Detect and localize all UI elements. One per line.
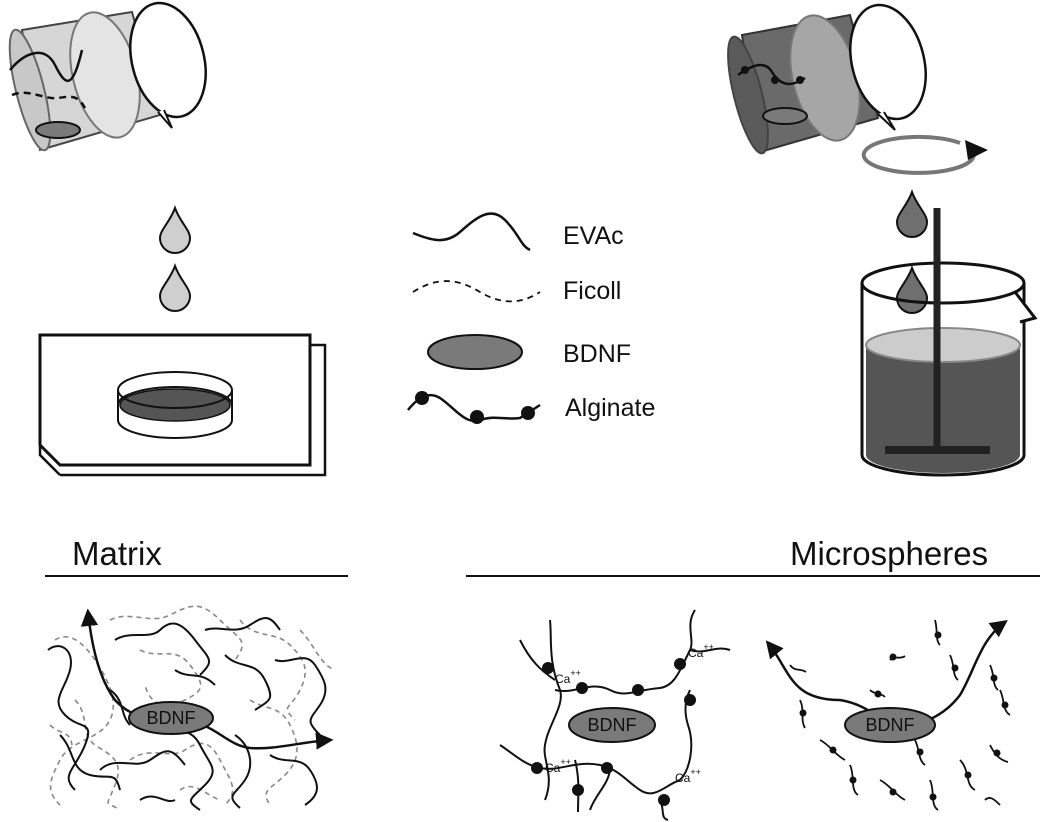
alginate-fragment-dot xyxy=(929,793,937,801)
alginate-fragment-dot xyxy=(799,709,807,717)
alginate-node xyxy=(531,762,543,774)
alginate-node xyxy=(674,658,686,670)
legend-bdnf-label: BDNF xyxy=(563,340,631,368)
alginate-node xyxy=(572,784,584,796)
microsphere-bdnf-ellipse xyxy=(844,707,936,743)
alginate-fragment-dot xyxy=(964,771,972,779)
legend-alginate-chain-icon xyxy=(407,391,541,424)
legend-alginate-label: Alginate xyxy=(565,394,655,422)
alginate-dissolved-fragments: BDNF xyxy=(765,619,1011,811)
alginate-fragment-dot xyxy=(849,776,857,784)
matrix-network: BDNF xyxy=(47,605,336,811)
alginate-fragment-dot xyxy=(889,788,897,796)
alginate-fragment-dot xyxy=(889,653,897,661)
stirring-beaker xyxy=(860,208,1038,477)
alginate-node xyxy=(684,694,696,706)
alginate-node xyxy=(576,682,588,694)
calcium-ion-label: Ca++ xyxy=(688,642,714,660)
alginate-node xyxy=(658,794,670,806)
stir-rotation-arrow xyxy=(861,134,988,175)
legend-ficoll-line-icon xyxy=(412,280,541,303)
alginate-fragment-dot xyxy=(829,746,837,754)
alginate-fragment-dot xyxy=(993,749,1001,757)
alginate-crosslinked-network: Ca++ Ca++ Ca++ Ca++ BDNF xyxy=(499,609,731,821)
alginate-node xyxy=(632,684,644,696)
left-drop-2 xyxy=(158,263,192,312)
alginate-bdnf-ellipse xyxy=(568,707,656,743)
microspheres-title: Microspheres xyxy=(790,535,988,572)
alginate-node xyxy=(601,762,613,774)
alginate-fragment-dot xyxy=(1001,701,1009,709)
left-drop-1 xyxy=(158,205,192,254)
legend-evac-label: EVAc xyxy=(563,222,624,250)
left-pouring-beaker xyxy=(8,1,207,152)
calcium-ion-label: Ca++ xyxy=(545,757,571,775)
legend-ficoll-label: Ficoll xyxy=(563,277,621,305)
alginate-bdnf-label: BDNF xyxy=(588,715,637,735)
matrix-bdnf-label: BDNF xyxy=(147,708,196,728)
alginate-fragment-dot xyxy=(990,674,998,682)
alginate-fragment-dot xyxy=(874,690,882,698)
right-drop-1 xyxy=(895,189,929,238)
right-pouring-beaker xyxy=(727,3,927,155)
matrix-title: Matrix xyxy=(72,535,162,572)
alginate-fragment-dot xyxy=(951,664,959,672)
legend-evac-line-icon xyxy=(412,212,531,252)
legend: EVAc Ficoll BDNF Alginate xyxy=(407,212,655,424)
microsphere-bdnf-label: BDNF xyxy=(866,715,915,735)
alginate-fragment-dot xyxy=(916,748,924,756)
alginate-node xyxy=(542,662,554,674)
right-drop-2 xyxy=(895,265,929,314)
calcium-ion-label: Ca++ xyxy=(555,668,581,686)
calcium-ion-label: Ca++ xyxy=(675,767,701,785)
casting-plate xyxy=(38,333,327,477)
legend-bdnf-ellipse-icon xyxy=(427,334,523,370)
alginate-fragment-dot xyxy=(934,631,942,639)
matrix-bdnf-ellipse xyxy=(128,701,214,735)
